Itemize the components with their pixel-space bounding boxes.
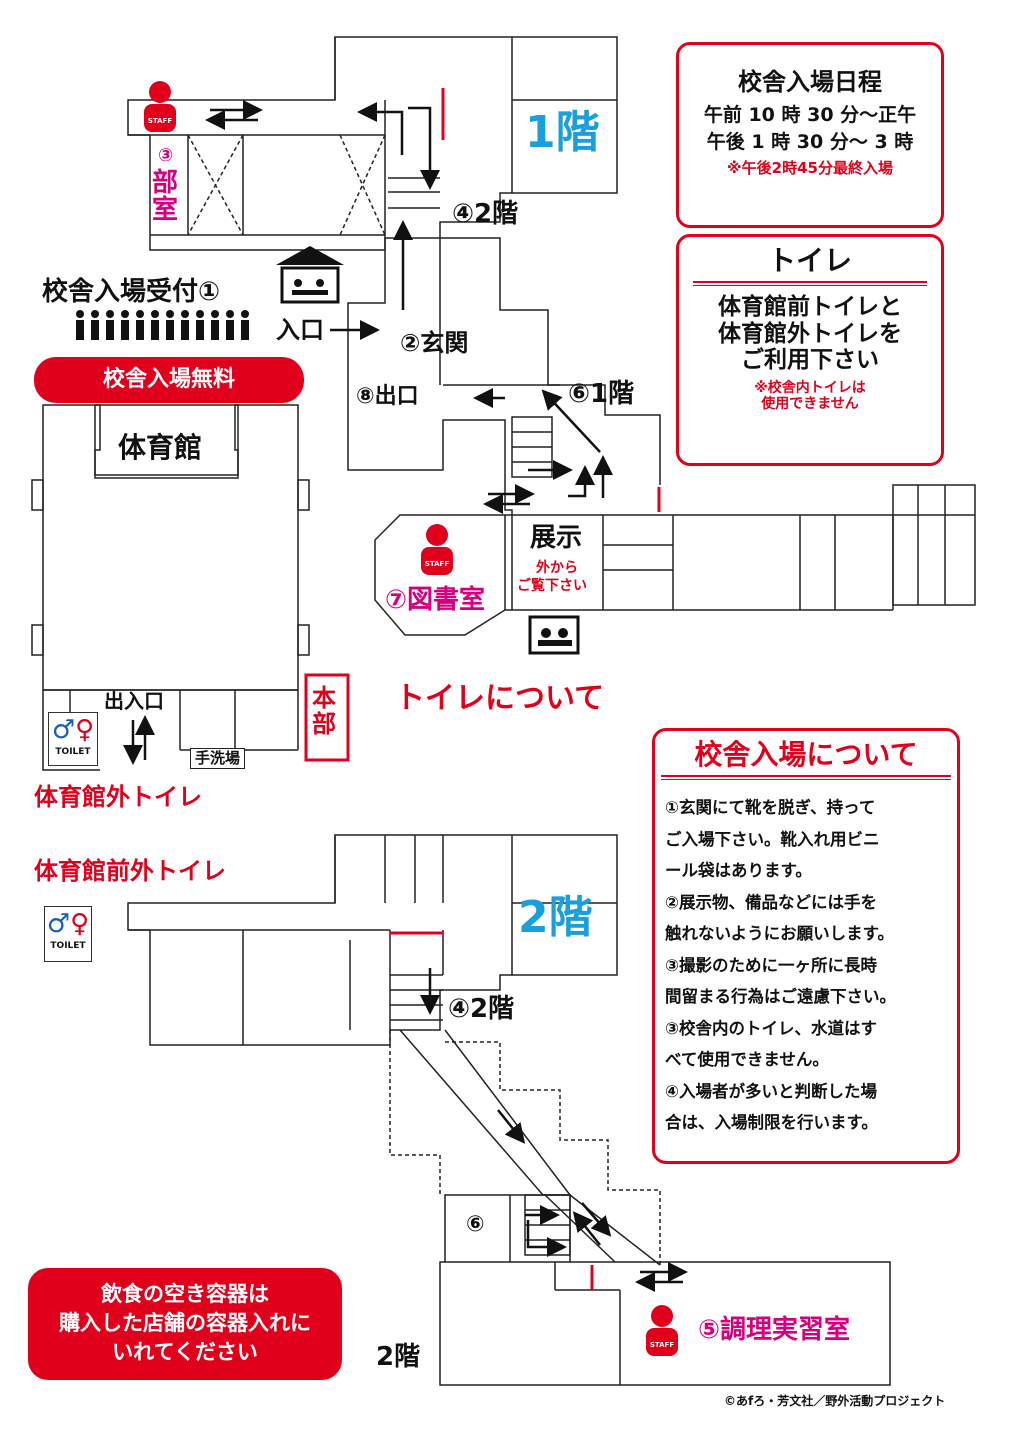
- exhibit-note-2: ご覧下さい: [517, 578, 587, 594]
- rule-line: ①玄関にて靴を脱ぎ、持って: [665, 798, 876, 818]
- schedule-last-entry: ※午後2時45分最終入場: [727, 159, 893, 178]
- toilet-sign-text: TOILET: [50, 941, 86, 951]
- staff-icon: [144, 81, 678, 1356]
- containers-line1: 飲食の空き容器は: [101, 1282, 269, 1306]
- rule-line: ④入場者が多いと判断した場: [665, 1081, 877, 1101]
- free-admission-badge: 校舎入場無料: [34, 357, 304, 403]
- containers-line3: いれてください: [112, 1340, 258, 1364]
- bottom-floor-label: 2階: [376, 1342, 421, 1372]
- rule-line: ②展示物、備品などには手を: [665, 892, 877, 912]
- floor2-label: 2階: [518, 892, 593, 943]
- schedule-title: 校舎入場日程: [738, 68, 882, 96]
- toilet-sign-text: TOILET: [55, 747, 91, 757]
- toilet-info-line1: 体育館前トイレと: [718, 294, 902, 321]
- toilet-info-box: トイレ 体育館前トイレと 体育館外トイレを ご利用下さい ※校舎内トイレは 使用…: [676, 234, 944, 466]
- schedule-am: 午前 10 時 30 分〜正午: [703, 103, 917, 126]
- library-label: ⑦図書室: [385, 585, 486, 615]
- toilet-info-line2: 体育館外トイレを: [718, 320, 902, 347]
- toilet-people-icon: ♂♀: [46, 909, 90, 939]
- containers-notice: 飲食の空き容器は 購入した店舗の容器入れに いれてください: [28, 1268, 342, 1380]
- floor1-label: 1階: [525, 107, 600, 158]
- entry-rules-list: ①玄関にて靴を脱ぎ、持って ご入場下さい。靴入れ用ビニ ール袋はあります。 ②展…: [665, 792, 957, 1139]
- exit-label: ⑧出口: [356, 384, 419, 409]
- hq-box: [304, 673, 350, 762]
- exhibit-title: 展示: [530, 523, 583, 553]
- entry-rules-title: 校舎入場について: [694, 738, 918, 771]
- club-number: ③: [158, 145, 174, 166]
- copyright: ©あfろ・芳文社／野外活動プロジェクト: [724, 1394, 946, 1408]
- toilet-info-note2: 使用できません: [761, 395, 859, 412]
- rule-line: ③撮影のために一ヶ所に長時: [665, 955, 877, 975]
- kitchen-label: ⑤調理実習室: [698, 1315, 851, 1345]
- gym-front-toilet-label: 体育館前外トイレ: [34, 857, 226, 885]
- rule-line: 合は、入場制限を行います。: [665, 1113, 878, 1133]
- schedule-pm: 午後 1 時 30 分〜 3 時: [706, 131, 914, 154]
- entry-label: 入口: [276, 316, 324, 344]
- toilet-info-title: トイレ: [767, 244, 852, 277]
- gym-door-label: 出入口: [104, 689, 164, 713]
- rule-line: 触れないようにお願いします。: [665, 924, 895, 944]
- rule-line: ール袋はあります。: [665, 861, 812, 881]
- staff-tag: STAFF: [650, 1341, 674, 1349]
- toilet-sign: ♂♀ TOILET: [48, 712, 98, 766]
- toilet-info-line3: ご利用下さい: [741, 347, 879, 374]
- containers-line2: 購入した店舗の容器入れに: [59, 1311, 311, 1335]
- toilet-sign: ♂♀ TOILET: [44, 906, 92, 962]
- club-room-label: 部室: [152, 168, 179, 226]
- floor2-stairs6-label: ⑥: [466, 1212, 485, 1237]
- reception-tent-icon: [276, 246, 344, 304]
- rule-line: ご入場下さい。靴入れ用ビニ: [665, 829, 880, 849]
- toilet-people-icon: ♂♀: [51, 715, 95, 745]
- schedule-box: 校舎入場日程 午前 10 時 30 分〜正午 午後 1 時 30 分〜 3 時 …: [676, 42, 944, 228]
- stairs6-label: ⑥1階: [568, 379, 635, 409]
- entrance-label: ②玄関: [400, 329, 469, 357]
- gym-label: 体育館: [118, 431, 203, 464]
- hq-label: 本部: [312, 684, 336, 739]
- toilet-about-heading: トイレについて: [395, 681, 605, 716]
- rule-line: 間留まる行為はご遠慮下さい。: [665, 987, 896, 1007]
- rule-line: ③校舎内のトイレ、水道はす: [665, 1018, 877, 1038]
- floor1-stairs-label: ④2階: [452, 199, 519, 229]
- staff-tag: STAFF: [425, 560, 449, 568]
- rule-line: べて使用できません。: [665, 1050, 829, 1070]
- staff-tag: STAFF: [148, 117, 172, 125]
- sink-label: 手洗場: [190, 748, 246, 770]
- viewers-icon: [528, 615, 580, 655]
- toilet-info-note1: ※校舎内トイレは: [754, 379, 866, 396]
- entry-rules-box: 校舎入場について ①玄関にて靴を脱ぎ、持って ご入場下さい。靴入れ用ビニ ール袋…: [652, 728, 960, 1164]
- queue-people-icon: [76, 310, 249, 340]
- floor2-stairs-label: ④2階: [448, 994, 515, 1024]
- reception-label: 校舎入場受付①: [42, 277, 221, 307]
- exhibit-note-1: 外から: [536, 560, 578, 576]
- gym-outside-toilet-label: 体育館外トイレ: [34, 783, 202, 811]
